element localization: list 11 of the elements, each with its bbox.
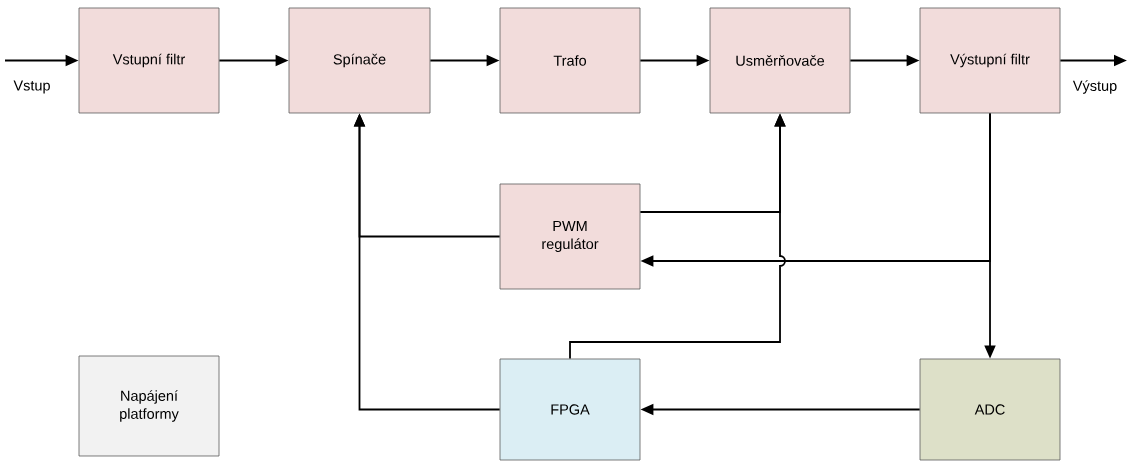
block-box: PWM regulátor <box>499 183 641 290</box>
block-box: Napájení platformy <box>78 355 220 457</box>
block-box: Výstupní filtr <box>919 7 1061 114</box>
block-box: FPGA <box>499 358 641 461</box>
block-box: ADC <box>919 358 1061 461</box>
edge-label: Vstup <box>13 80 50 94</box>
block-box: Usměrňovače <box>709 7 851 114</box>
block-box: Trafo <box>499 7 641 114</box>
block-box: Vstupní filtr <box>78 7 220 114</box>
edge-label: Výstup <box>1072 80 1117 94</box>
block-box: Spínače <box>288 7 431 114</box>
